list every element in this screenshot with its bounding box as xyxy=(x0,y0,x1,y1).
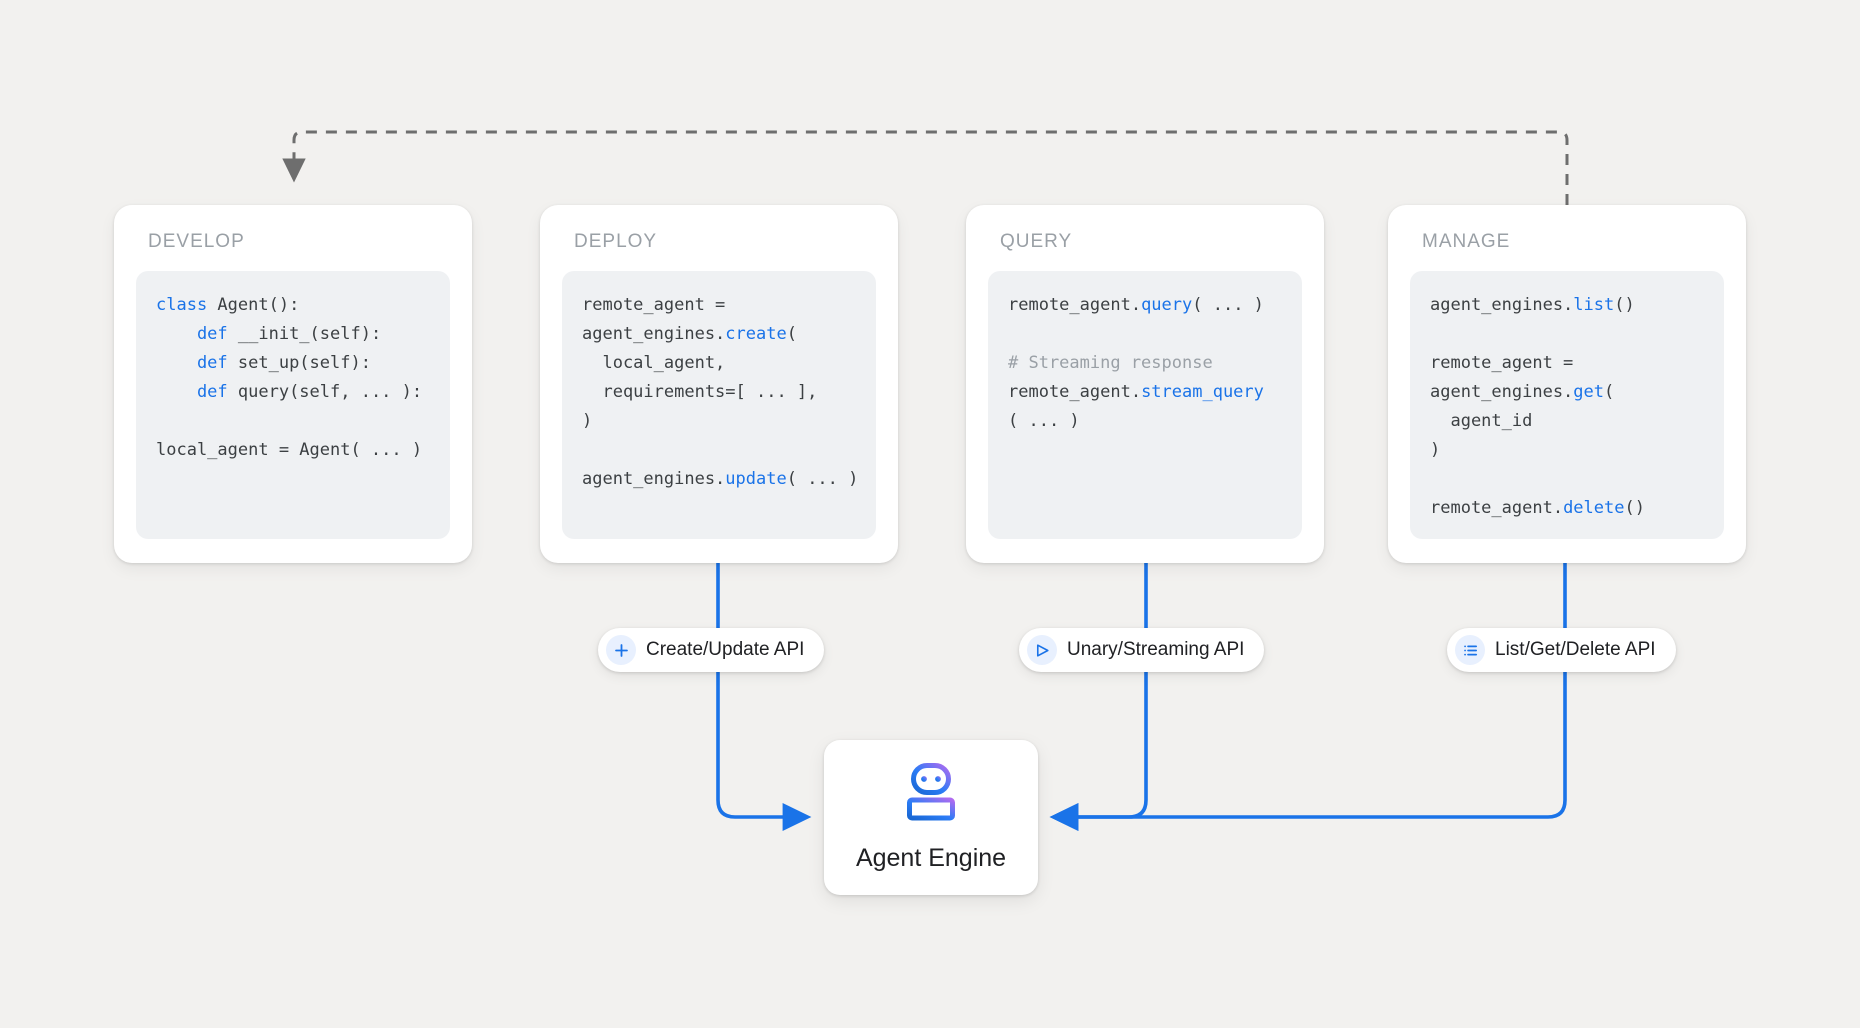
stage-title-deploy: DEPLOY xyxy=(574,231,658,252)
stage-card-deploy[interactable]: DEPLOY remote_agent = agent_engines.creat… xyxy=(540,205,898,563)
code-line xyxy=(582,436,858,465)
api-pill-create-update[interactable]: Create/Update API xyxy=(598,628,825,672)
code-line: agent_engines.update( ... ) xyxy=(582,469,859,489)
code-line: class Agent(): xyxy=(156,295,300,315)
code-line: def set_up(self): xyxy=(156,353,371,373)
code-line: def query(self, ... ): xyxy=(156,382,423,402)
code-block-develop: class Agent(): def __init_(self): def se… xyxy=(136,271,450,539)
code-line: ) xyxy=(582,411,593,431)
code-line: local_agent = Agent( ... ) xyxy=(156,440,423,460)
code-line: remote_agent = xyxy=(582,295,726,315)
code-line xyxy=(156,407,432,436)
stage-card-query[interactable]: QUERY remote_agent.query( ... ) # Stream… xyxy=(966,205,1324,563)
code-line: remote_agent.query( ... ) xyxy=(1008,295,1264,315)
code-block-deploy: remote_agent = agent_engines.create( loca… xyxy=(562,271,876,539)
plus-icon xyxy=(606,635,636,665)
stage-title-manage: MANAGE xyxy=(1422,231,1511,252)
code-line: agent_id xyxy=(1430,411,1533,431)
api-pill-label: Create/Update API xyxy=(646,639,805,660)
code-line xyxy=(1008,320,1284,349)
code-line: ( ... ) xyxy=(1008,411,1080,431)
code-line: # Streaming response xyxy=(1008,353,1213,373)
code-line: agent_engines.create( xyxy=(582,324,797,344)
code-line: requirements=[ ... ], xyxy=(582,382,818,402)
code-line xyxy=(1430,465,1706,494)
list-icon xyxy=(1455,635,1485,665)
code-line: remote_agent = xyxy=(1430,353,1574,373)
api-pill-label: Unary/Streaming API xyxy=(1067,639,1245,660)
wire-manage-to-engine xyxy=(1049,563,1567,832)
agent-engine-label: Agent Engine xyxy=(855,843,1007,872)
api-pill-label: List/Get/Delete API xyxy=(1495,639,1656,660)
wire-deploy-to-engine xyxy=(716,563,812,832)
code-block-manage: agent_engines.list() remote_agent = agent… xyxy=(1410,271,1724,539)
feedback-loop-arrow xyxy=(282,130,1569,205)
code-line: local_agent, xyxy=(582,353,726,373)
api-pill-list-get-delete[interactable]: List/Get/Delete API xyxy=(1447,628,1676,672)
code-line: remote_agent.stream_query xyxy=(1008,382,1264,402)
stage-title-query: QUERY xyxy=(1000,231,1073,252)
code-line: remote_agent.delete() xyxy=(1430,498,1645,518)
agent-engine-node[interactable]: Agent Engine xyxy=(824,740,1038,895)
code-line: agent_engines.get( xyxy=(1430,382,1615,402)
stage-title-develop: DEVELOP xyxy=(148,231,245,252)
robot-icon xyxy=(896,762,966,830)
wire-query-to-engine xyxy=(1049,563,1148,832)
code-line xyxy=(1430,320,1706,349)
code-line: agent_engines.list() xyxy=(1430,295,1635,315)
api-pill-unary-streaming[interactable]: Unary/Streaming API xyxy=(1019,628,1265,672)
stage-card-develop[interactable]: DEVELOP class Agent(): def __init_(self)… xyxy=(114,205,472,563)
code-line: def __init_(self): xyxy=(156,324,382,344)
code-line: ) xyxy=(1430,440,1441,460)
send-icon xyxy=(1027,635,1057,665)
code-block-query: remote_agent.query( ... ) # Streaming re… xyxy=(988,271,1302,539)
stage-card-manage[interactable]: MANAGE agent_engines.list() remote_agent… xyxy=(1388,205,1746,563)
